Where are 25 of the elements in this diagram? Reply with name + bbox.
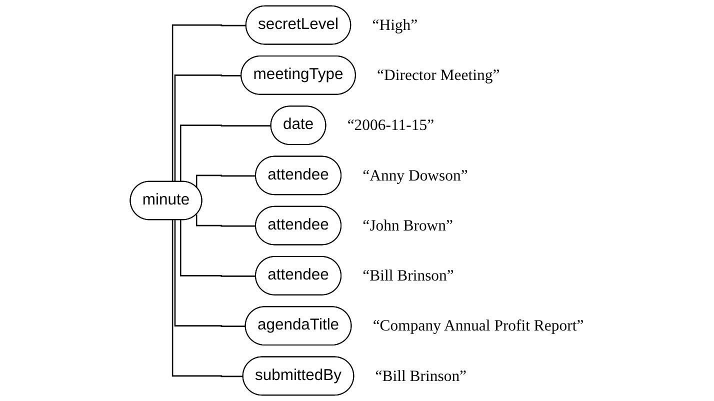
rounded-node: attendee xyxy=(255,206,342,246)
connector-line xyxy=(174,220,246,327)
connector-line xyxy=(196,214,256,227)
connector-line xyxy=(174,74,242,182)
rounded-node: date xyxy=(270,106,326,145)
connector-line xyxy=(180,220,256,277)
value-text: “Director Meeting” xyxy=(377,67,500,84)
connector-line xyxy=(172,24,246,182)
connector-line xyxy=(180,124,272,182)
value-text: “2006-11-15” xyxy=(347,117,434,134)
connector-line xyxy=(196,174,256,188)
rounded-node: attendee xyxy=(255,156,342,196)
rounded-node: attendee xyxy=(255,256,342,296)
value-text: “Company Annual Profit Report” xyxy=(372,318,584,335)
rounded-node: submittedBy xyxy=(242,356,354,396)
rounded-node: meetingType xyxy=(240,56,356,95)
value-text: “Bill Brinson” xyxy=(375,368,467,385)
rounded-node: secretLevel xyxy=(245,5,352,45)
value-text: “High” xyxy=(372,16,418,34)
value-text: “Anny Dowson” xyxy=(362,167,468,184)
value-text: “Bill Brinson” xyxy=(362,268,454,285)
rounded-node: agendaTitle xyxy=(244,306,352,346)
rounded-node: minute xyxy=(130,180,202,220)
connector-line xyxy=(172,220,244,378)
value-text: “John Brown” xyxy=(362,217,454,234)
